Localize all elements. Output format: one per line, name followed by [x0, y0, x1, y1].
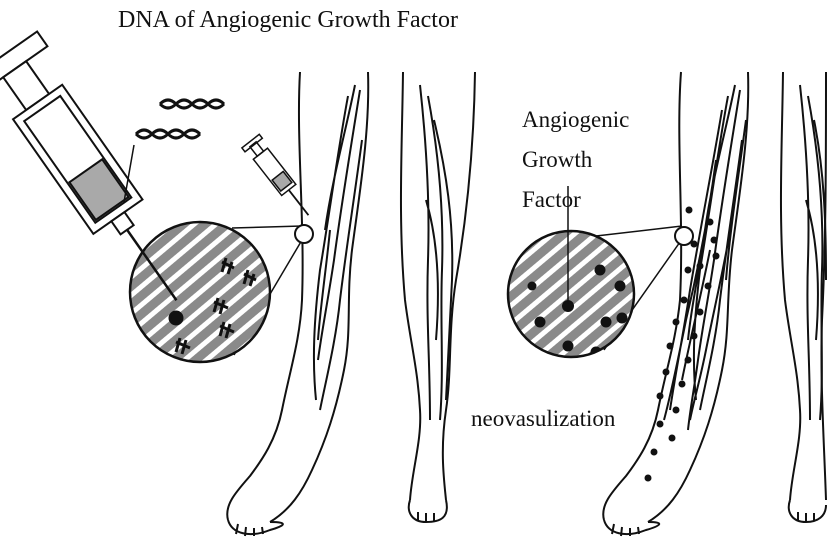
left-pair-foot-b	[409, 500, 447, 522]
right-pair-foot-b	[789, 500, 826, 522]
left-pair-leg-b	[401, 72, 420, 500]
small-syringe-icon	[242, 134, 317, 222]
growth-factor-label-line3: Factor	[522, 180, 652, 220]
growth-factor-site-marker	[675, 227, 693, 245]
neovascularization-label: neovasulization	[471, 407, 615, 430]
dna-icon	[136, 100, 224, 138]
injection-site-marker	[295, 225, 313, 243]
figure-title: DNA of Angiogenic Growth Factor	[118, 8, 458, 32]
injection-site-zoom	[130, 222, 313, 362]
growth-factor-label: Angiogenic Growth Factor	[522, 100, 652, 220]
growth-factor-label-line1: Angiogenic	[522, 100, 652, 140]
right-pair-leg-b	[781, 72, 800, 500]
growth-factor-label-line2: Growth	[522, 140, 652, 180]
